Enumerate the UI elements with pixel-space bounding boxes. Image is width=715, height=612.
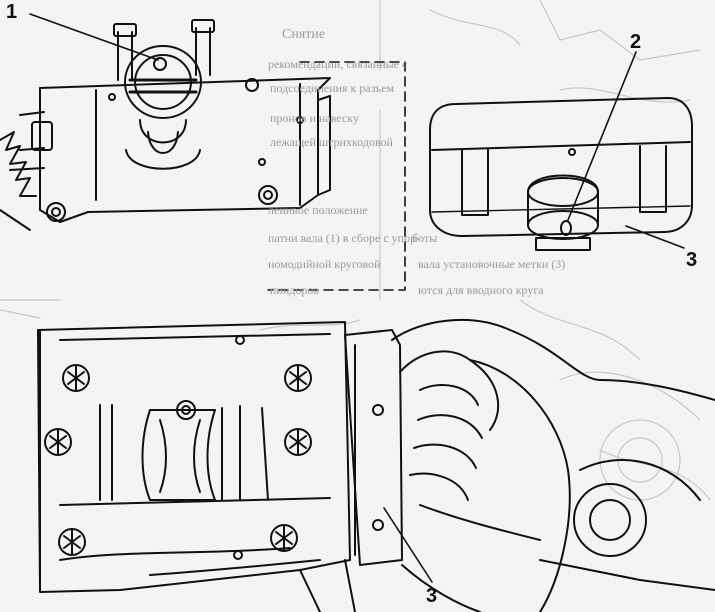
bleed-line: подсоединения к разъем <box>270 81 395 95</box>
camshaft-end <box>124 45 202 119</box>
bleed-line: номодийной круговой <box>268 257 381 271</box>
bleed-line: вала установочные метки (3) <box>418 257 566 271</box>
bleed-through-sketch <box>0 0 711 501</box>
leader-2 <box>567 51 637 221</box>
locking-tool <box>344 329 403 566</box>
bleed-line: рекомендации, связанные с <box>268 57 408 71</box>
bleed-line: ленивое положение <box>268 203 368 217</box>
callout-2: 2 <box>630 31 642 53</box>
bottom-view <box>37 319 715 612</box>
inset-outline <box>429 97 693 237</box>
bleed-line: пиндоров <box>270 283 320 297</box>
bleed-line: ются для вводного круга <box>418 283 544 297</box>
bleed-line: патни вала (1) в сборе с упор- <box>268 231 421 245</box>
top-left-view <box>0 19 406 291</box>
top-right-inset <box>429 97 693 251</box>
hand <box>391 319 601 381</box>
bleed-line: лежащей штрихкодовой <box>270 135 393 149</box>
leader-1 <box>29 13 159 61</box>
bleed-line: пронов и навеску <box>270 111 359 125</box>
leader-3-bottom <box>383 507 433 583</box>
bleed-heading: Снятие <box>282 27 326 42</box>
callout-3-top: 3 <box>686 249 698 271</box>
head-bolts <box>44 364 312 556</box>
bleed-line: боты <box>412 231 438 245</box>
leader-3-top <box>625 225 685 249</box>
callout-3-bottom: 3 <box>426 585 438 607</box>
leader-lines <box>29 13 685 583</box>
callout-1: 1 <box>6 1 18 23</box>
dash-frame <box>267 61 406 291</box>
